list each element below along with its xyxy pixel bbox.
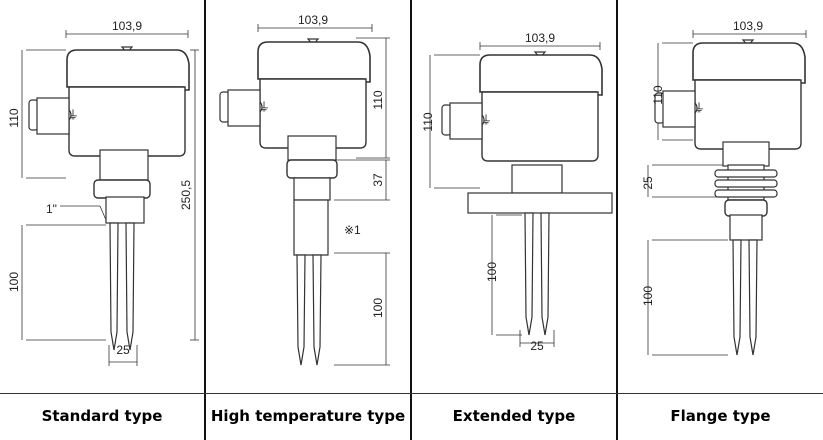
dim-housing-height: 110: [7, 108, 21, 127]
threaded-connection: [729, 214, 763, 241]
dim-extension: 37: [371, 173, 385, 187]
fork-tine: [296, 254, 306, 366]
panel-standard: ⏚ 103,9 110 250,5 100 25 1": [0, 0, 205, 393]
neck: [722, 141, 770, 167]
side-cable-box: [662, 90, 696, 128]
dim-fork-length: 100: [485, 262, 499, 282]
extended-type-drawing: ⏚ 103,9 110 100 25: [421, 31, 613, 353]
side-cable-box: [36, 97, 70, 135]
dim-fork-spacing: 25: [530, 339, 544, 353]
housing-body: [481, 91, 599, 162]
hex-nut: [724, 199, 768, 217]
fork-tine: [312, 254, 322, 366]
neck: [99, 149, 149, 181]
label-extended-type: Extended type: [452, 407, 576, 425]
extension-tube: [293, 199, 329, 256]
housing-cap: [257, 41, 371, 83]
housing-cap: [692, 42, 806, 84]
housing-body: [259, 78, 367, 149]
dim-fork-length: 100: [641, 286, 655, 306]
dim-note: ※1: [344, 223, 361, 237]
fork-tine: [524, 212, 534, 336]
divider: [616, 0, 618, 440]
hex-nut: [93, 179, 151, 199]
flange-type-drawing: ⏚ 103,9 110 25 100: [641, 19, 807, 356]
fork-tine: [125, 222, 135, 351]
side-cable-box: [449, 102, 483, 140]
housing-body: [694, 79, 802, 150]
fork-tine: [109, 222, 119, 351]
label-row-divider: [0, 393, 823, 394]
hex-nut: [286, 159, 338, 179]
dim-width: 103,9: [112, 19, 142, 33]
divider: [204, 0, 206, 440]
panel-high-temperature: ⏚ 103,9 110 37 ※1 100: [206, 0, 411, 393]
dim-housing-height: 110: [371, 90, 385, 109]
standard-type-drawing: ⏚ 103,9 110 250,5 100 25 1": [7, 19, 199, 366]
flange: [467, 192, 613, 214]
housing-cap: [66, 49, 190, 91]
housing-cap: [479, 54, 603, 96]
neck: [287, 135, 337, 161]
label-flange-type: Flange type: [670, 407, 771, 425]
label-high-temperature-type: High temperature type: [210, 407, 406, 425]
dim-housing-height: 110: [421, 112, 435, 131]
dim-width: 103,9: [525, 31, 555, 45]
fork-tine: [748, 239, 758, 356]
threaded-connection: [293, 177, 331, 201]
cooling-fin: [714, 169, 778, 178]
dim-fin-height: 25: [641, 176, 655, 190]
housing-body: [68, 86, 186, 157]
side-cable-box: [227, 89, 261, 127]
dim-fork-length: 100: [7, 272, 21, 292]
high-temperature-type-drawing: ⏚ 103,9 110 37 ※1 100: [219, 13, 390, 366]
cooling-fin: [714, 189, 778, 198]
label-standard-type: Standard type: [41, 407, 163, 425]
panel-extended: ⏚ 103,9 110 100 25: [412, 0, 617, 393]
panel-flange: ⏚ 103,9 110 25 100: [618, 0, 823, 393]
fork-tine: [732, 239, 742, 356]
dim-thread: 1": [46, 202, 57, 216]
threaded-connection: [105, 196, 145, 224]
dim-total-height: 250,5: [179, 180, 193, 210]
neck: [511, 164, 563, 194]
dim-width: 103,9: [298, 13, 328, 27]
leader-line: [99, 205, 107, 221]
dim-fork-length: 100: [371, 298, 385, 318]
cooling-fin: [714, 179, 778, 188]
dim-housing-height: 110: [651, 85, 665, 104]
fork-tine: [540, 212, 550, 336]
dim-width: 103,9: [733, 19, 763, 33]
dim-fork-spacing: 25: [116, 343, 130, 357]
divider: [410, 0, 412, 440]
